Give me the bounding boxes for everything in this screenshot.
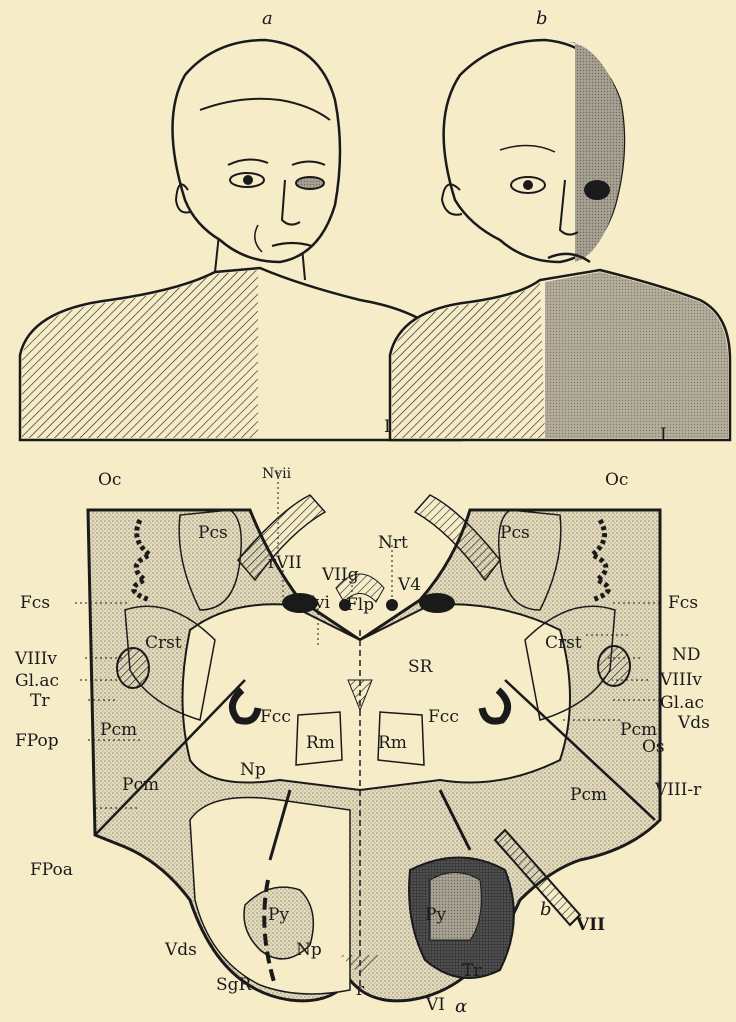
label-fcs-right: Fcs (668, 593, 698, 613)
label-viiir: VIII-r (654, 780, 702, 800)
hatched-zone-b (392, 282, 545, 438)
label-glac-left: Gl.ac (15, 671, 59, 691)
label-viig: VIIg (321, 565, 359, 585)
label-pcm-right2: Pcm (570, 785, 607, 805)
label-sr: SR (408, 657, 434, 677)
label-r: r (356, 980, 365, 1000)
label-nrt: Nrt (378, 533, 408, 553)
glac-left (117, 648, 149, 688)
label-os: Os (642, 737, 665, 757)
label-oc-right: Oc (605, 470, 628, 490)
label-fcs-left: Fcs (20, 593, 50, 613)
grey-zone-b (545, 272, 728, 438)
eye-b-dark (584, 180, 610, 200)
label-pcm-left2: Pcm (122, 775, 159, 795)
label-tr-left: Tr (30, 691, 50, 711)
label-flp: Flp (346, 595, 374, 615)
label-np-lower: Np (296, 940, 322, 960)
label-fpoa: FPoa (30, 860, 73, 880)
label-v4: V4 (397, 575, 421, 595)
label-np-upper: Np (240, 760, 266, 780)
label-nd: ND (672, 645, 701, 665)
label-nvi: Nvi (300, 593, 330, 613)
label-vi: VI (425, 995, 445, 1015)
figure-label-a: a (262, 8, 273, 29)
label-fcc-left: Fcc (260, 707, 291, 727)
brainstem-section (88, 495, 660, 1001)
label-crst-left: Crst (145, 633, 182, 653)
pupil-b (523, 180, 533, 190)
label-fpop: FPop (15, 731, 59, 751)
label-tr-bottom: Tr (462, 961, 482, 981)
grey-head-half (568, 42, 624, 262)
mark-i-right: I (660, 425, 667, 445)
label-rm-left: Rm (306, 733, 335, 753)
label-glac-right: Gl.ac (660, 693, 704, 713)
label-vds-left: Vds (164, 940, 197, 960)
left-eye-shaded (296, 177, 324, 189)
glac-right (598, 646, 630, 686)
label-rvii: rVII (268, 553, 302, 573)
label-pcs-right: Pcs (500, 523, 530, 543)
label-alpha: α (455, 996, 467, 1017)
label-py-right: Py (425, 905, 446, 925)
label-sgr: SgR (216, 975, 253, 995)
label-viiiv-right: VIIIv (659, 670, 702, 690)
figure-label-b: b (536, 8, 548, 29)
figure-b-portrait: b I (390, 8, 730, 445)
label-pcs-left: Pcs (198, 523, 228, 543)
label-pcm-left1: Pcm (100, 720, 137, 740)
pupil (243, 175, 253, 185)
label-crst-right: Crst (545, 633, 582, 653)
nucleus-right (419, 593, 455, 613)
label-fcc-right: Fcc (428, 707, 459, 727)
label-rm-right: Rm (378, 733, 407, 753)
label-b-lower: b (540, 899, 552, 920)
label-py-left: Py (268, 905, 289, 925)
label-oc-left: Oc (98, 470, 121, 490)
nucleus-small-right (386, 599, 398, 611)
label-vds-right: Vds (677, 713, 710, 733)
label-vii: VII (575, 915, 605, 935)
label-viiiv-left: VIIIv (14, 649, 57, 669)
label-nvii: Nvii (262, 466, 292, 482)
